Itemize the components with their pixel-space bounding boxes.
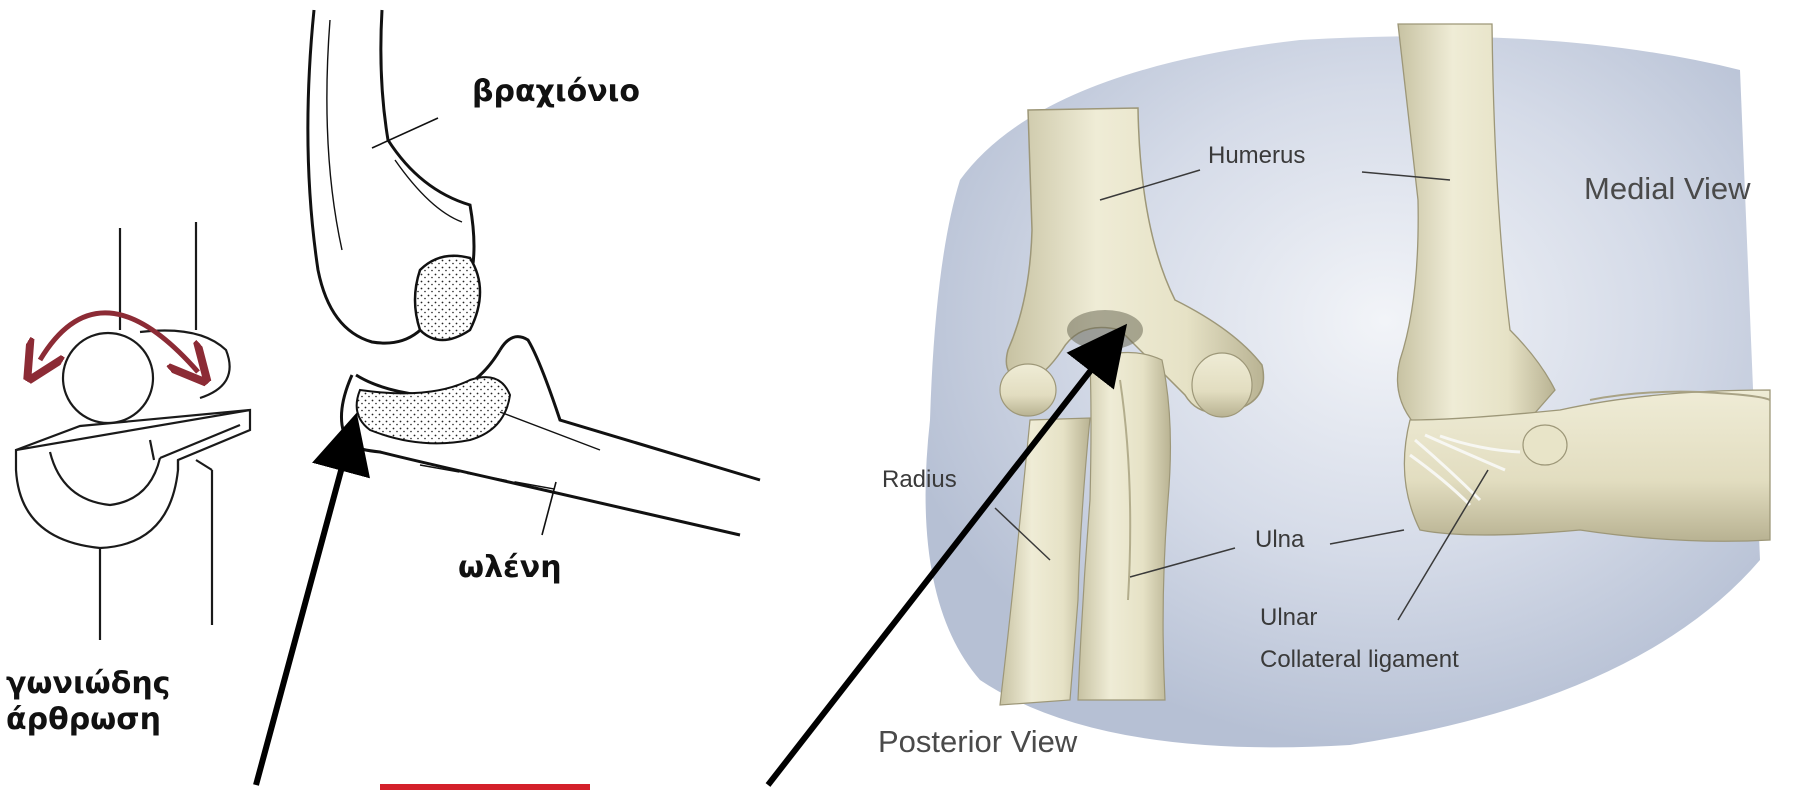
ucl-label-line2: Collateral ligament — [1260, 646, 1459, 674]
humerus-label-greek: βραχιόνιο — [472, 74, 640, 110]
bottom-accent-bar — [380, 784, 590, 790]
radius-label: Radius — [882, 466, 957, 494]
hinge-joint-label-line2: άρθρωση — [6, 702, 161, 738]
ucl-label-line1: Ulnar — [1260, 604, 1317, 632]
ulna-label-greek: ωλένη — [458, 550, 562, 586]
left-pointer-arrow — [256, 430, 352, 785]
humerus-label: Humerus — [1208, 142, 1305, 170]
hinge-joint-schematic — [16, 222, 250, 640]
hinge-joint-label-line1: γωνιώδης — [6, 666, 170, 702]
medial-view-label: Medial View — [1584, 172, 1751, 206]
ulna-label: Ulna — [1255, 526, 1304, 554]
posterior-view-label: Posterior View — [878, 725, 1077, 759]
